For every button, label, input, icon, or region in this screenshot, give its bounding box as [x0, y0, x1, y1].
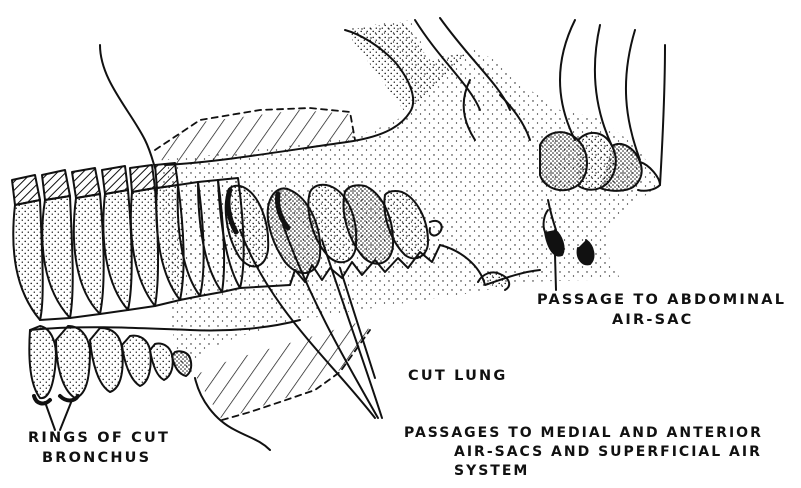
- abdominal-label-line1: PASSAGE TO ABDOMINAL: [537, 290, 786, 310]
- medial-label-line2: AIR-SACS AND SUPERFICIAL AIR: [404, 443, 763, 462]
- abdominal-leader: [555, 255, 556, 290]
- cut-lung-label: CUT LUNG: [408, 366, 508, 386]
- medial-passages-label: PASSAGES TO MEDIAL AND ANTERIOR AIR-SACS…: [404, 424, 763, 481]
- cut-lung-text: CUT LUNG: [408, 366, 508, 386]
- right-curve-4: [660, 45, 665, 185]
- abdominal-passage-label: PASSAGE TO ABDOMINAL AIR-SAC: [537, 290, 786, 330]
- abdominal-label-line2: AIR-SAC: [537, 310, 786, 330]
- medial-label-line1: PASSAGES TO MEDIAL AND ANTERIOR: [404, 424, 763, 443]
- bronchus-label-line1: RINGS OF CUT: [28, 428, 170, 448]
- bronchus-label: RINGS OF CUT BRONCHUS: [28, 428, 170, 468]
- medial-label-line3: SYSTEM: [404, 462, 763, 481]
- bronchus-leader-2: [60, 400, 72, 430]
- bronchus-leader-1: [45, 402, 55, 430]
- bronchus-label-line2: BRONCHUS: [28, 448, 170, 468]
- lower-bronchus-rings: [29, 326, 191, 403]
- upper-left-flap-line: [100, 45, 155, 168]
